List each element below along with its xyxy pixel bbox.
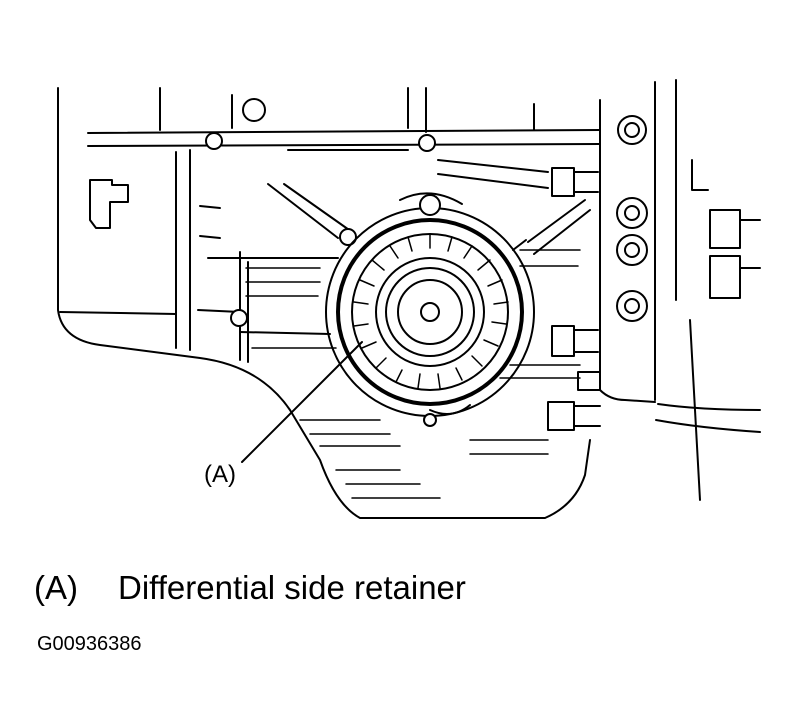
valve-body-bolt: [617, 115, 647, 145]
differential-side-retainer: [336, 218, 524, 406]
transmission-case-outline: [57, 87, 601, 519]
valve-body-side: [527, 79, 761, 501]
caption-text: Differential side retainer: [118, 569, 466, 606]
valve-body-bolt: [616, 290, 648, 322]
case-bosses: [205, 98, 436, 327]
figure-caption: (A) Differential side retainer: [34, 568, 466, 608]
retainer-notches: [353, 233, 509, 389]
figure-id: G00936386: [37, 633, 142, 655]
retainer-housing: [325, 192, 535, 427]
transmission-case-illustration: [57, 79, 761, 519]
caption-key: (A): [34, 569, 78, 606]
housing-hatching: [245, 249, 581, 499]
callout-leader-line: [241, 341, 363, 463]
callout-label-a: (A): [204, 461, 236, 488]
valve-body-bolt: [616, 197, 648, 229]
valve-body-bolt: [616, 234, 648, 266]
